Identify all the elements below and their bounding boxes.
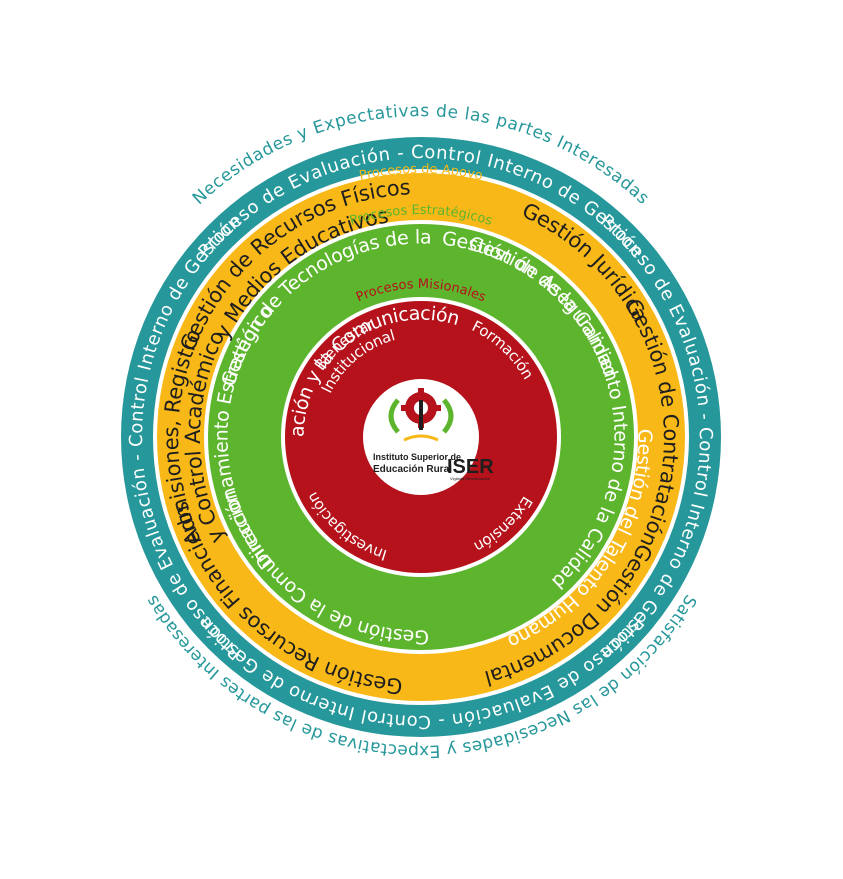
logo-line-2: Educación Rural	[373, 464, 452, 475]
laurel-left-icon	[388, 398, 400, 434]
logo-acronym: ISER	[447, 456, 494, 478]
laurel-right-icon	[442, 398, 454, 434]
pen-icon	[419, 400, 423, 430]
logo-line-1: Instituto Superior de	[373, 452, 461, 462]
wheat-icon	[403, 434, 439, 442]
logo-tagline: Vigilada Mineducación	[450, 476, 490, 481]
support-title: Procesos de Apoyo	[358, 162, 484, 184]
iser-logo: Instituto Superior de Educación Rural IS…	[373, 388, 494, 481]
